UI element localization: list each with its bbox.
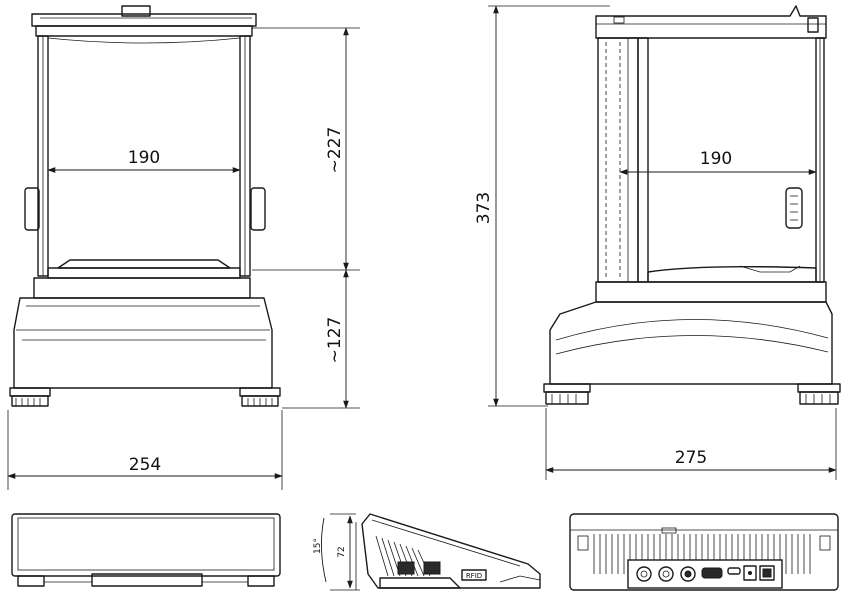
display-height-label: 72 <box>337 546 347 557</box>
rfid-label: RFID <box>466 572 482 580</box>
usb-port-1 <box>397 561 415 575</box>
side-dimensions: 190 373 275 <box>474 5 837 480</box>
inner-width-label: 190 <box>128 148 160 168</box>
round-connector-1 <box>636 566 652 582</box>
lower-height-label: ~127 <box>325 317 345 364</box>
rfid-badge <box>461 569 487 581</box>
door-handle <box>785 187 803 229</box>
side-top-lid <box>595 5 827 39</box>
front-dimensions: 190 ~227 ~127 254 <box>7 27 360 490</box>
rear-panel-view <box>569 513 839 591</box>
side-base-body <box>549 301 833 385</box>
base-body <box>13 297 273 389</box>
base-top <box>33 277 251 299</box>
right-foot <box>239 387 281 397</box>
inner-depth-label: 190 <box>700 149 732 169</box>
weighing-pan <box>57 259 231 269</box>
side-view <box>543 5 841 405</box>
ethernet-port <box>759 565 775 581</box>
hdmi-port <box>701 567 723 579</box>
front-view <box>9 5 281 407</box>
round-connector-2 <box>658 566 674 582</box>
side-weighing-pan <box>647 265 817 283</box>
overall-height-label: 373 <box>474 192 494 224</box>
overall-depth-label: 275 <box>675 448 707 468</box>
rear-column <box>597 37 639 283</box>
round-connector-3 <box>680 566 696 582</box>
side-base-top <box>595 281 827 303</box>
power-port <box>743 565 757 581</box>
mini-usb-port <box>727 567 741 575</box>
side-front-foot <box>797 383 841 393</box>
display-side-view: 15° 72 RFID <box>313 513 541 591</box>
usb-port-2 <box>423 561 441 575</box>
overall-width-label: 254 <box>129 455 161 475</box>
upper-height-label: ~227 <box>325 127 345 174</box>
left-handle <box>24 187 40 231</box>
display-angle-label: 15° <box>313 538 323 554</box>
side-rear-foot <box>543 383 591 393</box>
display-front-view <box>11 513 281 587</box>
top-handle <box>121 5 151 17</box>
left-foot <box>9 387 51 397</box>
right-handle <box>250 187 266 231</box>
